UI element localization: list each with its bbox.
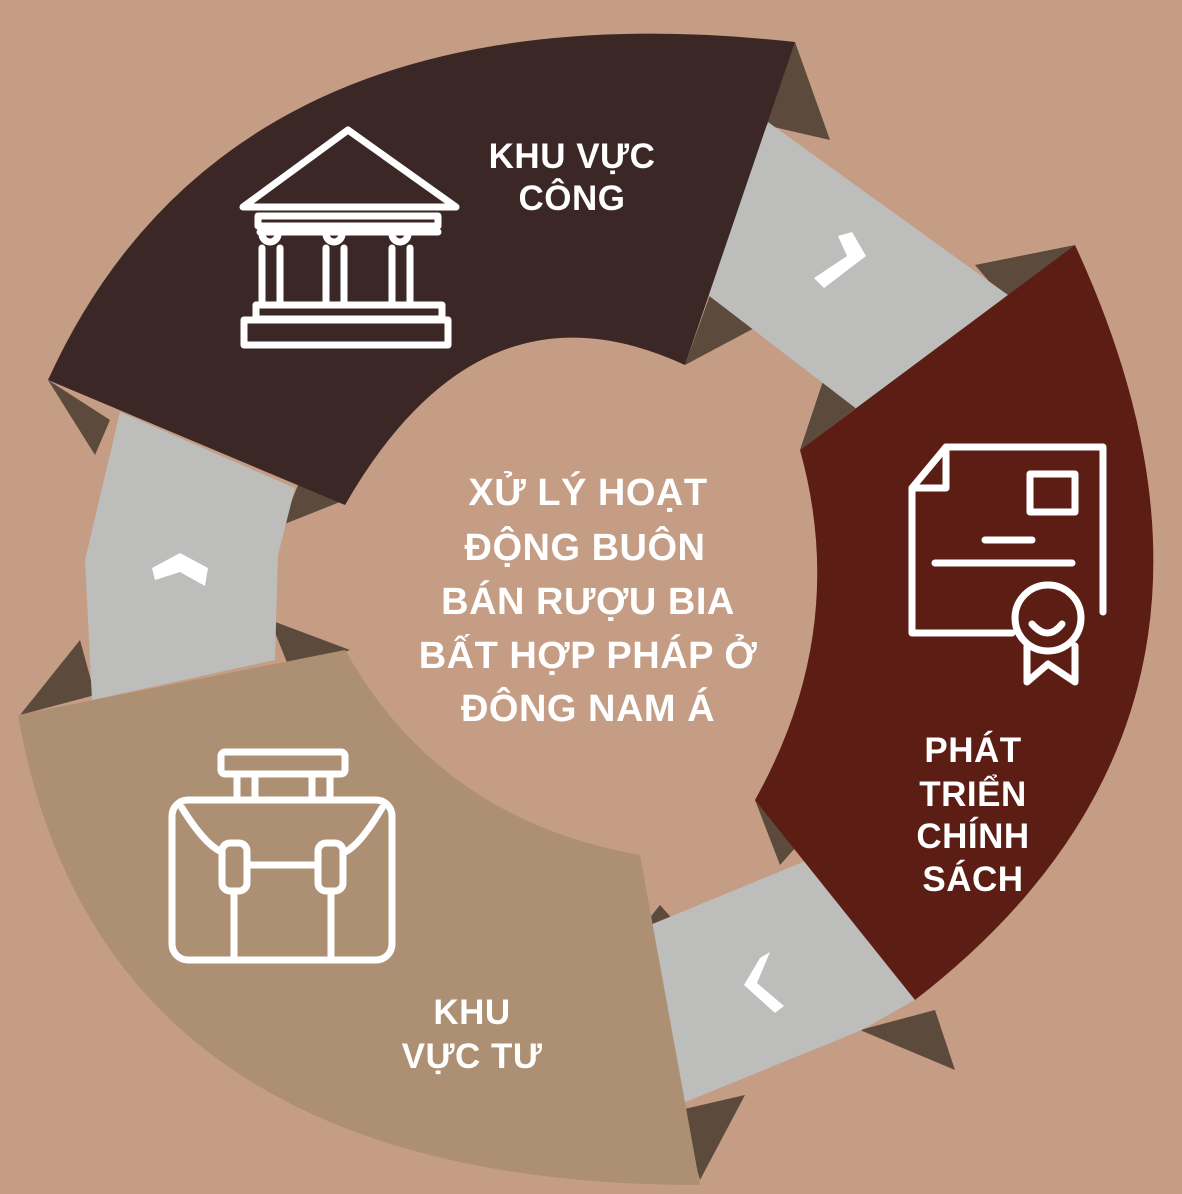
connector-band-top-right <box>708 122 1008 410</box>
public-sector-label: KHU VỰC CÔNG <box>489 137 656 218</box>
chevron-up-icon <box>152 553 208 586</box>
fold-shadow <box>860 1010 955 1070</box>
chevron-left-icon <box>744 952 784 1013</box>
connector-band-left <box>85 412 295 700</box>
center-title-line: BÁN RƯỢU BIA <box>441 579 735 623</box>
briefcase-icon <box>168 748 396 964</box>
policy-label-line: SÁCH <box>922 859 1023 899</box>
center-title-line: ĐỘNG BUÔN <box>465 524 706 569</box>
private-sector-label-line: VỰC TƯ <box>402 1037 543 1076</box>
private-sector-label: KHU VỰC TƯ <box>402 993 543 1076</box>
certificate-document-icon <box>908 443 1107 686</box>
center-title-line: ĐÔNG NAM Á <box>461 685 715 730</box>
segment-private-sector <box>18 650 700 1185</box>
fold-shadow <box>48 380 110 455</box>
chevron-right-icon <box>814 232 866 288</box>
fold-shadow <box>282 480 345 525</box>
private-sector-label-line: KHU <box>433 993 510 1032</box>
fold-shadow <box>20 640 95 715</box>
fold-shadow <box>685 295 760 365</box>
government-building-icon <box>239 126 460 349</box>
segment-policy <box>755 245 1154 1000</box>
segment-public-sector <box>48 33 795 505</box>
center-title-line: XỬ LÝ HOẠT <box>468 470 707 514</box>
public-sector-label-line: KHU VỰC <box>489 137 656 176</box>
policy-label-line: CHÍNH <box>916 816 1029 856</box>
center-title-line: BẤT HỢP PHÁP Ở <box>419 633 758 677</box>
fold-shadow <box>765 42 830 140</box>
fold-shadow <box>270 620 350 670</box>
policy-label-line: PHÁT <box>924 730 1021 770</box>
center-title: XỬ LÝ HOẠT ĐỘNG BUÔN BÁN RƯỢU BIA BẤT HỢ… <box>419 470 758 730</box>
policy-label-line: TRIỂN <box>919 774 1027 814</box>
fold-shadow <box>680 1095 745 1180</box>
fold-shadow <box>975 245 1075 300</box>
policy-label: PHÁT TRIỂN CHÍNH SÁCH <box>916 730 1029 899</box>
public-sector-label-line: CÔNG <box>519 178 626 218</box>
